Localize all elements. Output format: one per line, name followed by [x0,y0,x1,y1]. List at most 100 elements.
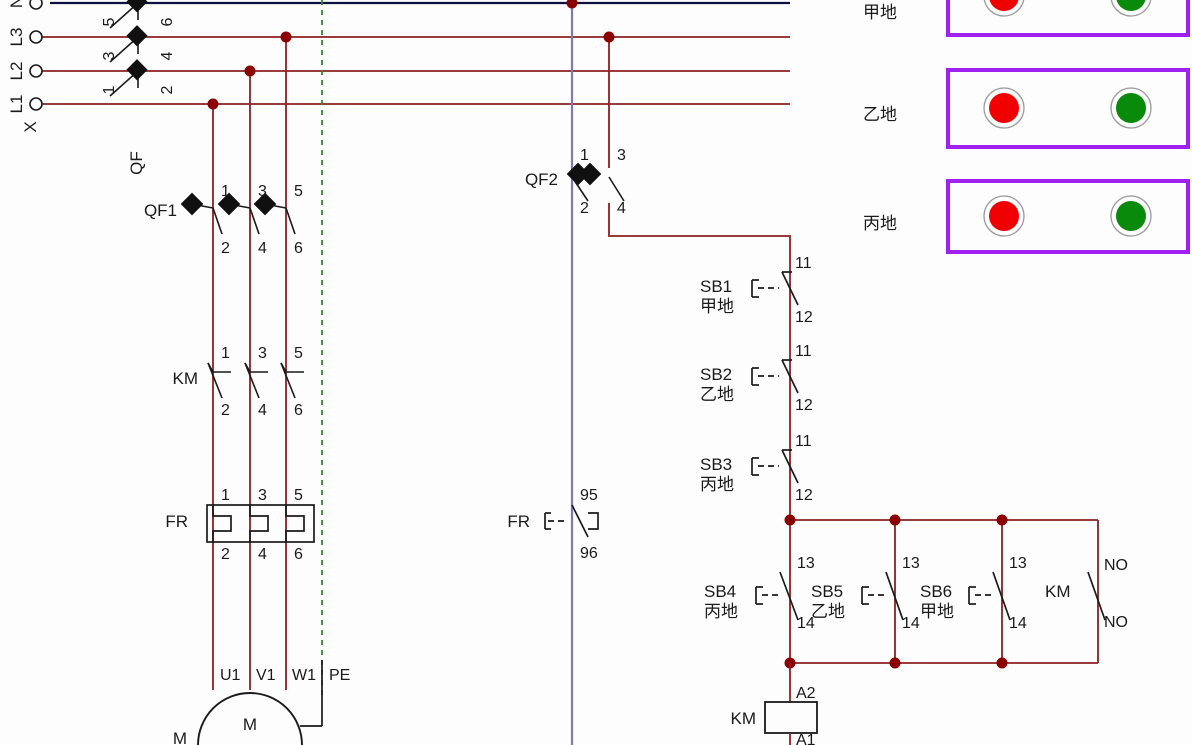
control-panel-3[interactable]: 丙地 [863,179,1190,254]
qf1-term-6: 6 [294,240,303,257]
sb4-place: 丙地 [704,602,738,622]
panel-3-red-button[interactable] [989,201,1019,231]
km-coil-label: KM [731,709,757,728]
power-drops [212,37,610,690]
sb6-term-14: 14 [1009,615,1027,632]
km-aux-term-no-bottom: NO [1104,614,1128,631]
motor-term-u1: U1 [220,667,241,684]
dot-l2 [244,65,256,77]
terminal-l2 [29,64,43,78]
sb4-term-14: 14 [797,615,815,632]
label-l3: L3 [7,28,26,47]
panel-3-label: 丙地 [863,214,897,234]
stop-button-sb3[interactable]: SB3 丙地 11 12 [700,433,813,504]
fr-main-body [206,504,315,543]
sb1-place: 甲地 [700,297,734,317]
km-main-label: KM [173,369,199,388]
fr-main-term-4: 4 [258,546,267,563]
motor-term-pe: PE [329,667,350,684]
qf-pole-1[interactable] [109,0,168,29]
qf1-term-5: 5 [294,183,303,200]
sb2-term-12: 12 [795,397,813,414]
dot-sb5-top [889,514,901,526]
qf1-label: QF1 [144,201,177,220]
device-km-coil: KM A2 A1 [731,663,818,745]
sb1-tag: SB1 [700,277,732,296]
label-n: N [7,0,26,8]
fr-main-term-3: 3 [258,487,267,504]
panel-2-green-button[interactable] [1116,93,1146,123]
qf-term-3: 3 [101,51,118,60]
km-main-term-3: 3 [258,345,267,362]
qf-pole-3[interactable] [109,59,148,97]
sb3-term-11: 11 [795,433,812,450]
dot-l3 [280,31,292,43]
device-km-main[interactable]: KM 1 3 5 2 4 6 [173,345,305,419]
device-qf[interactable]: 5 6 3 4 1 2 QF [101,0,176,175]
sb2-place: 乙地 [700,385,734,405]
sb6-term-13: 13 [1009,555,1027,572]
motor-symbol: M [243,715,257,734]
panel-1-red-button[interactable] [989,0,1019,11]
stop-button-sb1[interactable]: SB1 甲地 11 12 [700,255,813,326]
sb3-tag: SB3 [700,455,732,474]
qf2-term-2: 2 [580,200,589,217]
qf-pole-2[interactable] [109,25,148,63]
qf-label: QF [127,151,146,175]
qf-term-6: 6 [159,17,176,26]
fr-main-label: FR [165,512,188,531]
terminal-l1 [29,97,43,111]
qf1-term-4: 4 [258,240,267,257]
device-qf1[interactable]: QF1 1 3 5 2 4 6 [144,183,303,257]
dot-n [566,0,578,9]
qf2-term-4: 4 [617,200,626,217]
label-l1: L1 [7,95,26,114]
km-aux-term-no-top: NO [1104,557,1128,574]
start-button-sb6[interactable]: SB6 甲地 13 14 [920,555,1027,632]
dot-qf2-tap [603,31,615,43]
sb3-term-12: 12 [795,487,813,504]
device-qf2[interactable]: QF2 1 3 2 4 [525,147,791,272]
sb5-place: 乙地 [811,602,845,622]
panel-1-green-button[interactable] [1116,0,1146,11]
sb4-term-13: 13 [797,555,815,572]
start-button-sb4[interactable]: SB4 丙地 13 14 [704,555,815,632]
km-coil-term-a1: A1 [796,732,816,745]
stop-button-chain: SB1 甲地 11 12 SB2 乙地 11 12 [700,255,813,520]
dot-sb6-top [996,514,1008,526]
sb5-tag: SB5 [811,582,843,601]
panel-1-box [946,0,1190,37]
panel-3-red-ring [983,195,1025,237]
label-l2: L2 [7,62,26,81]
device-fr-contact: FR 95 96 [507,487,599,562]
start-button-sb5[interactable]: SB5 乙地 13 14 [811,555,920,632]
sb5-term-14: 14 [902,615,920,632]
panel-2-red-button[interactable] [989,93,1019,123]
km-main-term-4: 4 [258,402,267,419]
stop-button-sb2[interactable]: SB2 乙地 11 12 [700,343,813,414]
fr-main-term-6: 6 [294,546,303,563]
sb6-place: 甲地 [920,602,954,622]
motor-body [197,692,303,745]
km-main-term-1: 1 [221,345,230,362]
device-km-aux: KM NO NO [1045,557,1128,631]
start-button-network: SB4 丙地 13 14 SB5 乙地 13 14 SB6 甲地 [704,514,1128,669]
control-panel-1[interactable]: 甲地 [863,0,1190,37]
terminal-l3 [29,30,43,44]
qf1-term-2: 2 [221,240,230,257]
control-station-panels: 甲地 乙地 丙地 [863,0,1190,254]
dot-sb4-top [784,514,796,526]
km-coil-term-a2: A2 [796,685,816,702]
device-fr-main: FR 1 3 5 2 4 6 [165,487,315,563]
control-panel-2[interactable]: 乙地 [863,68,1190,149]
sb1-term-12: 12 [795,309,813,326]
panel-1-green-ring [1110,0,1152,17]
label-earth-mark: X [21,121,40,132]
sb1-term-11: 11 [795,255,812,272]
qf2-term-1: 1 [580,147,589,164]
fr-contact-term-95: 95 [580,487,598,504]
panel-2-box [946,68,1190,149]
dot-l1 [207,98,219,110]
panel-3-green-button[interactable] [1116,201,1146,231]
